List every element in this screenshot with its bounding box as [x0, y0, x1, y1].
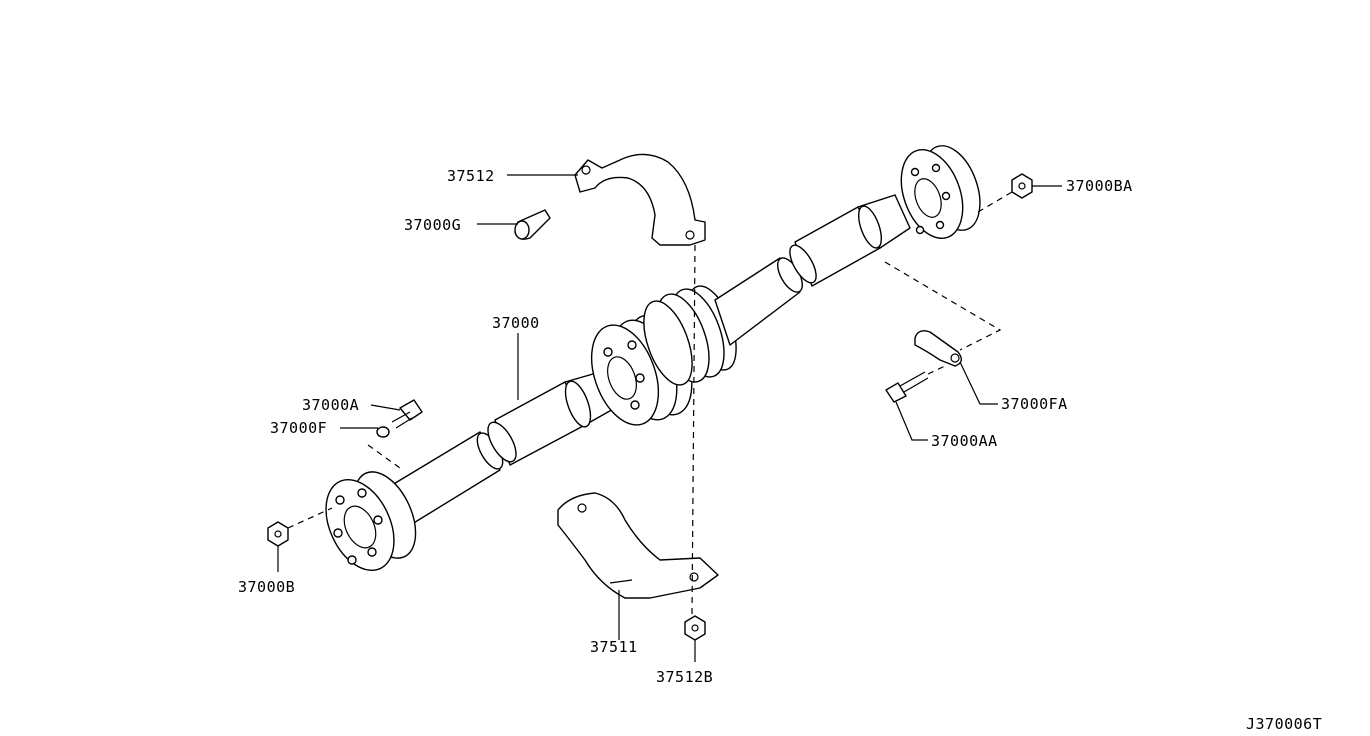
alignment-line-front-plate — [884, 261, 1002, 351]
callout-37512: 37512 — [447, 167, 495, 185]
callout-37000f: 37000F — [270, 419, 327, 437]
bolt-37000a — [391, 399, 423, 429]
washer-37000f — [376, 426, 390, 438]
lower-support-bracket — [557, 492, 719, 599]
callout-37000: 37000 — [492, 314, 540, 332]
diagram-code: J370006T — [1246, 715, 1322, 733]
callout-37000fa: 37000FA — [1001, 395, 1068, 413]
front-flange — [900, 145, 981, 239]
nut-37512b — [684, 615, 706, 641]
alignment-line-rear-nut — [287, 507, 333, 529]
bolt-37000aa — [885, 371, 929, 403]
callout-37000a: 37000A — [302, 396, 359, 414]
alignment-line-front-bolt — [927, 365, 946, 375]
nut-37000ba — [1011, 173, 1033, 199]
center-shaft-tube — [487, 371, 616, 466]
grommet-37000g — [514, 209, 551, 240]
rear-flange — [325, 471, 417, 572]
callout-37000b: 37000B — [238, 578, 295, 596]
callout-37000g: 37000G — [404, 216, 461, 234]
plate-37000fa — [914, 330, 963, 367]
callout-37511: 37511 — [590, 638, 638, 656]
callout-37000ba: 37000BA — [1066, 177, 1133, 195]
alignment-line-rear-bolt — [367, 444, 401, 469]
leader-37000a — [370, 404, 401, 411]
leader-37000fa — [959, 361, 998, 405]
upper-support-bracket — [574, 153, 706, 246]
alignment-line-bracket — [691, 244, 696, 616]
callout-37512b: 37512B — [656, 668, 713, 686]
front-shaft-tube — [789, 194, 911, 287]
front-center-tube — [714, 257, 803, 346]
nut-37000b — [267, 521, 289, 547]
alignment-line-front-nut — [977, 191, 1013, 213]
leader-37000aa — [895, 401, 928, 441]
callout-37000aa: 37000AA — [931, 432, 998, 450]
